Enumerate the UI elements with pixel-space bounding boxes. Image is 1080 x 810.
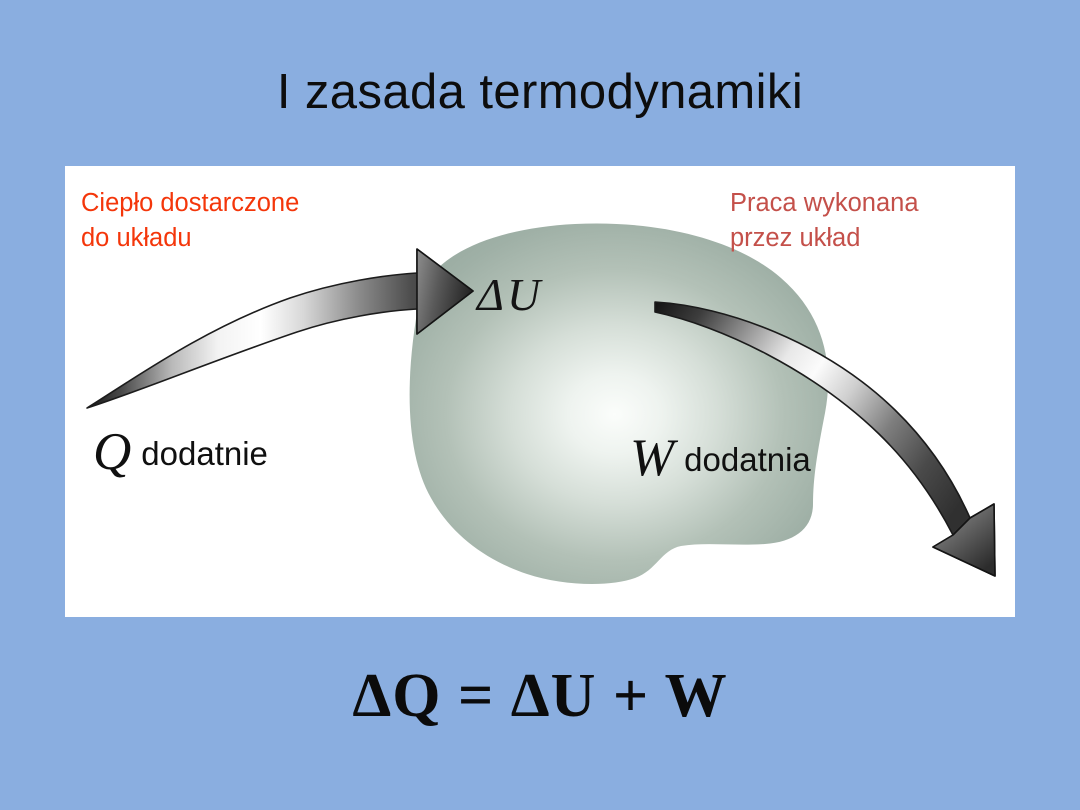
q-word: dodatnie bbox=[141, 435, 268, 472]
page-title: I zasada termodynamiki bbox=[276, 65, 804, 119]
heat-in-annotation: Ciepło dostarczone do układu bbox=[81, 189, 300, 252]
heat-in-arrow bbox=[86, 248, 474, 409]
work-out-arrow bbox=[654, 301, 996, 577]
q-glyph: Q bbox=[93, 423, 132, 481]
first-law-equation: ΔQ = ΔU + W bbox=[352, 662, 728, 730]
delta-u-label: ΔU bbox=[477, 269, 544, 320]
diagram-panel: ΔU Ciepło dostarczone do układu Praca wy… bbox=[65, 166, 1015, 617]
thermodynamics-diagram bbox=[86, 223, 996, 584]
w-glyph: W bbox=[630, 429, 675, 487]
w-word: dodatnia bbox=[684, 441, 811, 478]
system-blob bbox=[409, 223, 829, 584]
work-out-annotation: Praca wykonana przez układ bbox=[730, 189, 919, 252]
